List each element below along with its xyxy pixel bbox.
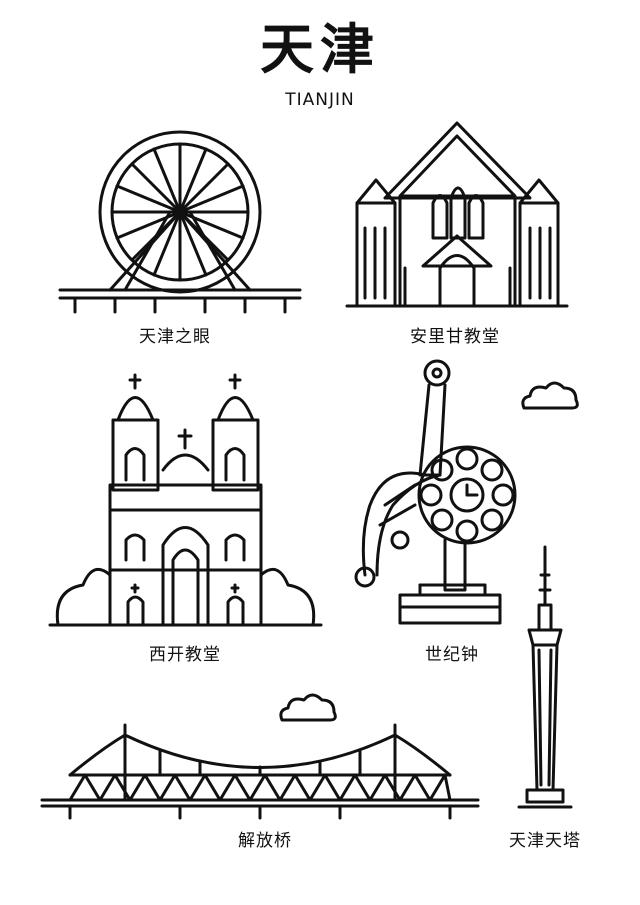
poster-subtitle: TIANJIN xyxy=(285,90,355,110)
cloud-icon xyxy=(279,693,337,722)
century-clock-illustration xyxy=(354,359,517,625)
poster-title: 天津 xyxy=(260,18,380,81)
landmark-caption: 解放桥 xyxy=(238,831,292,851)
tv-tower-illustration xyxy=(517,545,573,809)
landmark-caption: 天津之眼 xyxy=(139,327,211,347)
cloud-icon xyxy=(521,381,579,410)
bridge-illustration xyxy=(40,723,480,820)
cathedral-illustration xyxy=(48,373,323,627)
landmark-caption: 天津天塔 xyxy=(509,831,581,851)
landmark-caption: 世纪钟 xyxy=(425,645,479,665)
ferris-wheel-illustration xyxy=(58,130,302,314)
landmark-caption: 安里甘教堂 xyxy=(410,327,500,347)
landmark-caption: 西开教堂 xyxy=(149,645,221,665)
church-illustration xyxy=(345,121,569,308)
